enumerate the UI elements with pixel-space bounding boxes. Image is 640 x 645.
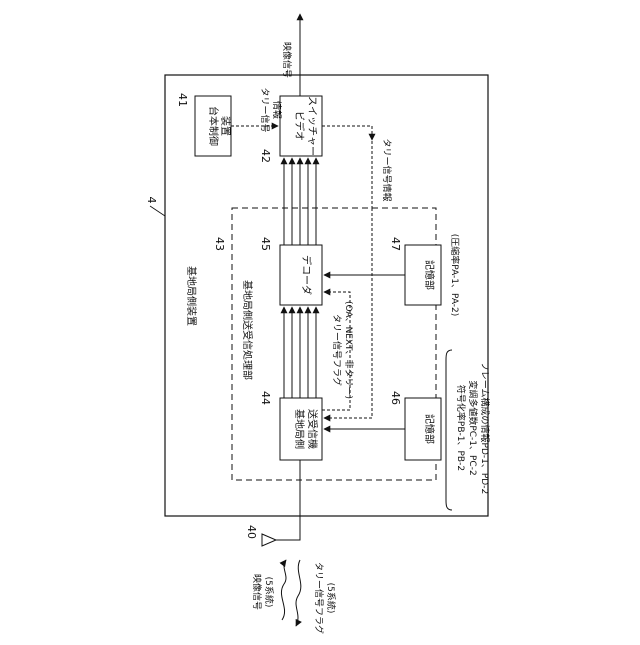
ref-43: 43: [213, 237, 226, 251]
tally-flag-mid-label: タリー信号フラグ: [331, 314, 343, 386]
tally-info-right-label: タリー信号情報: [381, 138, 393, 201]
wave-in-video: [281, 560, 286, 620]
transceiver-to-decoder-lines: [284, 307, 316, 398]
tally-flag-mid-sub-label: (OA、NEXT、非タリー): [343, 301, 355, 399]
transceiver-label-1: 基地局側: [293, 409, 306, 449]
switcher-label-1: ビデオ: [293, 111, 306, 141]
memory-46-box: [405, 398, 441, 460]
video-signal-in-count: (5系統): [263, 577, 275, 608]
antenna-line: [276, 460, 300, 540]
memory-46-sub-label-1: 符号化率PB-1、PB-2: [455, 385, 467, 471]
ref-47: 47: [389, 237, 402, 251]
memory-47-label: 記憶部: [423, 260, 436, 290]
tally-info-top-label-1: タリー信号: [259, 87, 271, 132]
memory-46-label: 記憶部: [423, 414, 436, 444]
ref-4: 4: [145, 197, 158, 204]
video-signal-in-label: 映像信号: [251, 574, 263, 610]
transceiver-label-2: 送受信機: [306, 409, 319, 449]
decoder-to-switcher-lines: [284, 158, 316, 245]
processing-unit-label: 基地局側送受信処理部: [241, 280, 254, 380]
memory-47-box: [405, 245, 441, 305]
tally-flag-in-count: (5系統): [325, 583, 337, 614]
switcher-label-2: スイッチャー: [306, 96, 318, 156]
wave-in-tally: [296, 560, 301, 626]
output-signal-label: 映像信号: [281, 42, 293, 78]
ref-42: 42: [259, 149, 272, 163]
memory-46-bracket: [446, 350, 452, 510]
tally-info-top-label-2: 情報: [271, 101, 283, 119]
ref-41: 41: [176, 93, 189, 107]
decoder-label: デコーダ: [300, 255, 313, 295]
ref-4-leader: [150, 206, 165, 216]
ref-46: 46: [389, 391, 402, 405]
tally-flag-in-label: タリー信号フラグ: [313, 562, 325, 634]
controller-label-1: 台本制御: [207, 106, 220, 146]
ref-40: 40: [245, 525, 258, 539]
tally-info-right-path: [322, 126, 372, 208]
memory-47-sub-label: (圧縮率PA-1、PA-2): [449, 234, 461, 317]
ref-44: 44: [259, 391, 272, 405]
controller-label-2: 装置: [219, 116, 232, 136]
antenna-icon: [262, 534, 276, 546]
ref-45: 45: [259, 237, 272, 251]
memory-46-sub-label-3: フレーム構成の情報PD-1、PD-2: [479, 362, 491, 494]
memory-46-sub-label-2: 変調多値数PC-1、PC-2: [467, 380, 479, 475]
base-station-device-label: 基地局側装置: [185, 266, 198, 326]
